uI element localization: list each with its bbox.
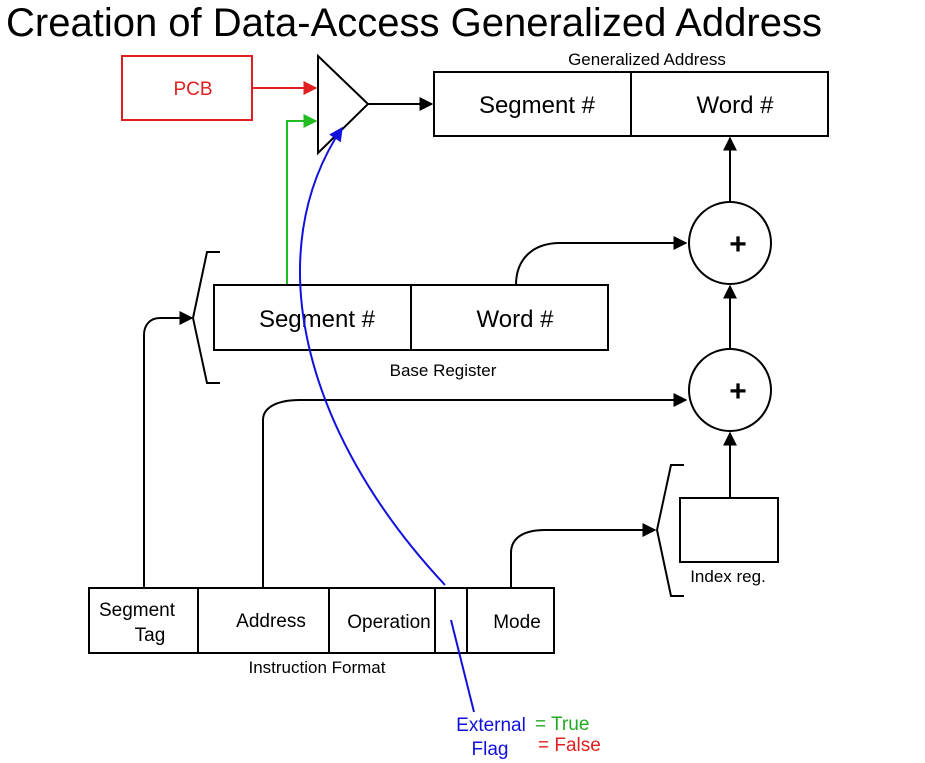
index-register-box	[679, 497, 779, 563]
index-register-caption: Index reg.	[690, 567, 766, 586]
adder-lower-symbol: +	[729, 375, 747, 408]
instruction-operation-field: Operation	[347, 612, 430, 633]
base-word-arrow	[515, 236, 688, 286]
address-field-arrow	[262, 393, 688, 588]
generalized-address-caption: Generalized Address	[568, 50, 726, 69]
instruction-segment-tag-line1: Segment	[99, 600, 176, 621]
external-flag-false-text: = False	[538, 735, 601, 756]
selector-triangle	[317, 53, 370, 156]
instruction-format-box	[88, 587, 555, 654]
external-flag-label-line2: Flag	[472, 739, 509, 760]
pcb-label: PCB	[173, 79, 212, 100]
segment-select-arrow	[286, 114, 318, 285]
generalized-address-segment-field: Segment #	[479, 92, 596, 119]
instruction-segment-tag-line2: Tag	[135, 625, 166, 646]
external-flag-arrow	[299, 126, 446, 586]
external-flag-pointer	[450, 619, 475, 713]
base-register-caption: Base Register	[390, 361, 497, 380]
instruction-format-caption: Instruction Format	[249, 658, 386, 677]
external-flag-label-line1: External	[456, 715, 526, 736]
page-title: Creation of Data-Access Generalized Addr…	[6, 1, 822, 45]
instruction-address-field: Address	[236, 611, 306, 632]
instruction-mode-field: Mode	[493, 612, 541, 633]
adder-upper-symbol: +	[729, 228, 747, 261]
generalized-address-word-field: Word #	[697, 92, 775, 119]
index-register-bracket	[655, 464, 684, 597]
base-register-word-field: Word #	[477, 306, 555, 333]
segment-tag-arrow	[143, 311, 194, 588]
mode-field-arrow	[510, 523, 657, 588]
external-flag-true-text: = True	[535, 714, 589, 735]
base-register-segment-field: Segment #	[259, 306, 376, 333]
